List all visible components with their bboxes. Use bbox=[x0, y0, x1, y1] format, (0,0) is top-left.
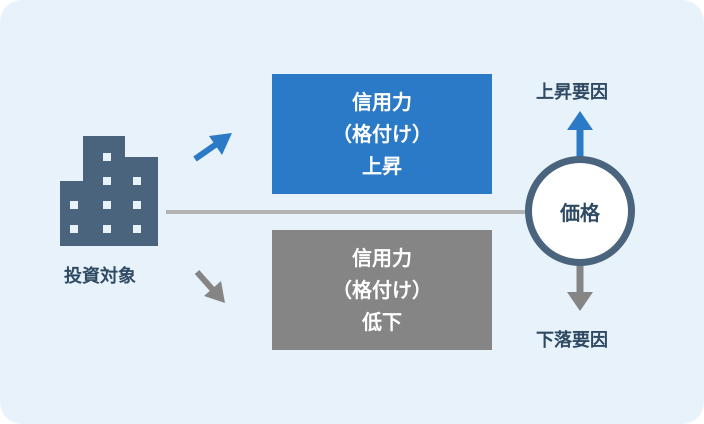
credit-up-line1: 信用力 bbox=[352, 90, 412, 114]
credit-up-box: 信用力 （格付け） 上昇 bbox=[272, 74, 492, 194]
credit-up-line2: （格付け） bbox=[332, 122, 432, 146]
price-label: 価格 bbox=[560, 200, 600, 225]
credit-down-line3: 低下 bbox=[362, 310, 402, 334]
price-down-arrow-icon bbox=[567, 264, 593, 311]
credit-up-line3: 上昇 bbox=[362, 154, 402, 178]
credit-down-box: 信用力 （格付け） 低下 bbox=[272, 230, 492, 350]
credit-down-line1: 信用力 bbox=[352, 246, 412, 270]
price-up-arrow-icon bbox=[567, 111, 593, 158]
down-right-arrow-icon bbox=[194, 270, 225, 303]
investment-subject-label: 投資対象 bbox=[64, 266, 136, 287]
price-circle: 価格 bbox=[525, 156, 635, 266]
building-icon bbox=[60, 136, 158, 246]
up-right-arrow-icon bbox=[193, 133, 232, 162]
rise-factor-label: 上昇要因 bbox=[536, 82, 608, 103]
fall-factor-label: 下落要因 bbox=[536, 330, 608, 351]
credit-down-line2: （格付け） bbox=[332, 278, 432, 302]
